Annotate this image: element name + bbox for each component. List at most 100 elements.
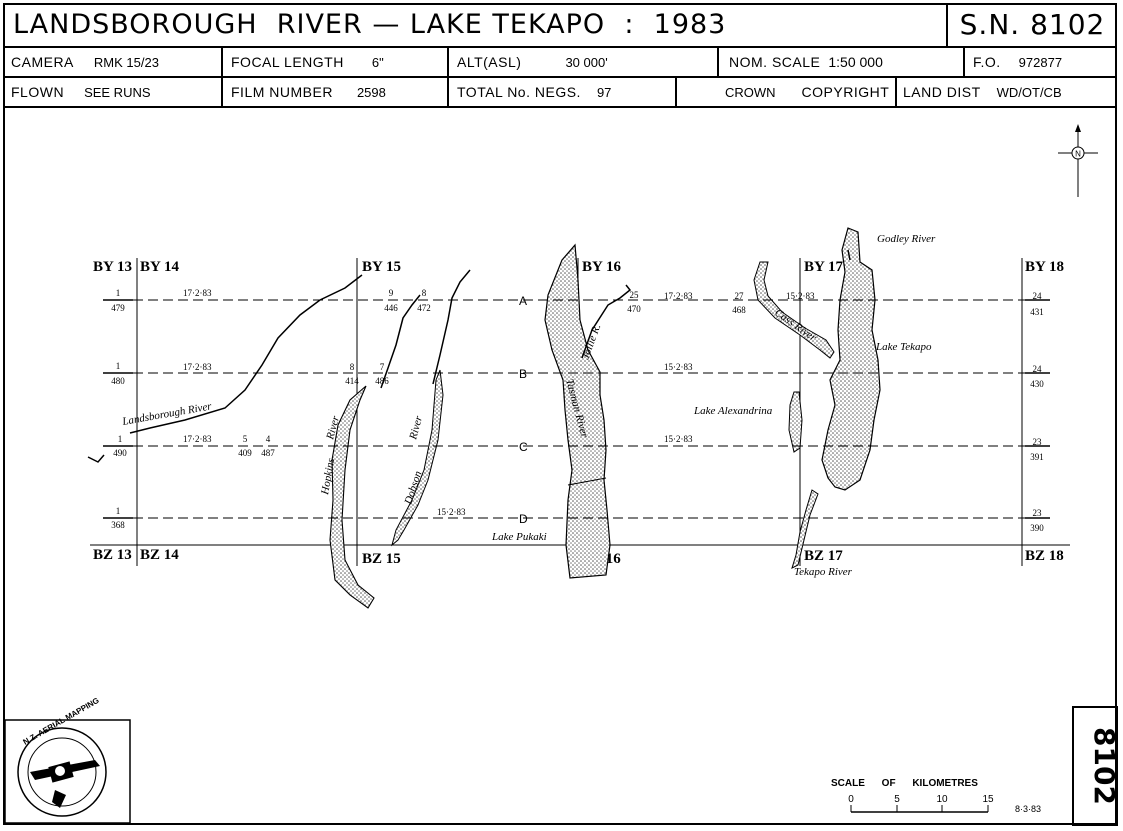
run-b-right-bot: 430 (1030, 379, 1044, 389)
scale-tick-5: 5 (894, 794, 900, 805)
north-arrow-icon: N (1058, 124, 1098, 197)
cass-river-shape (753, 261, 835, 359)
logo-text: N.Z. AERIAL MAPPING (22, 696, 101, 747)
neg-b-8-bot: 414 (345, 376, 359, 386)
sheet-number: S.N. 8102 (959, 8, 1106, 41)
cass-label: Cass River (772, 307, 819, 345)
run-letter-b: B (519, 367, 527, 381)
scale-date: 8·3·83 (1015, 804, 1041, 814)
run-a-right-top: 24 (1033, 291, 1043, 301)
hopkins-river-shape (329, 385, 375, 609)
landsborough-river-line (129, 274, 363, 434)
run-b-right-top: 24 (1033, 364, 1043, 374)
dobson-river-shape (391, 369, 444, 547)
tekapo-river-label: Tekapo River (794, 566, 853, 578)
run-a-left-top: 1 (116, 288, 121, 298)
tekapo-lake-label: Lake Tekapo (875, 341, 932, 353)
run-c-left-bot: 490 (113, 448, 127, 458)
lake-tekapo-shape (821, 227, 881, 491)
dobson-upper-line (432, 269, 471, 385)
river-line-upper-15 (380, 294, 421, 389)
neg-a-9-top: 9 (389, 288, 394, 298)
scale-tick-15: 15 (982, 794, 994, 805)
neg-a-25-bot: 470 (627, 304, 641, 314)
run-a-left-bot: 479 (111, 303, 125, 313)
feature-labels: Landsborough River Hopkins River Dobson … (120, 233, 936, 578)
map-title: LANDSBOROUGH RIVER — LAKE TEKAPO : 1983 (3, 3, 948, 46)
date-b2: 15·2·83 (664, 362, 693, 372)
neg-a-27-top: 27 (735, 291, 745, 301)
tasman-lake-pukaki-shape (544, 243, 611, 579)
river-lines (87, 249, 851, 463)
run-c-left-top: 1 (118, 434, 123, 444)
run-letters: A B C D (519, 294, 528, 526)
run-end-numbers: 1 479 1 480 1 490 1 368 24 431 24 430 23… (111, 288, 1044, 533)
altitude-cell: ALT(ASL)30 000' (449, 48, 719, 76)
run-letter-a: A (519, 294, 527, 308)
date-d1: 15·2·83 (437, 507, 466, 517)
lake-alexandrina-shape (788, 391, 803, 453)
grid-label-bz18: BZ 18 (1025, 548, 1064, 564)
date-a1: 17·2·83 (183, 288, 212, 298)
sheet-stamp: 8102 (1072, 706, 1121, 826)
scale-bar: SCALE OF KILOMETRES 0 5 10 15 8·3·83 (831, 778, 1041, 814)
grid-label-bz15: BZ 15 (362, 551, 401, 567)
date-a2: 17·2·83 (664, 291, 693, 301)
grid-label-by14: BY 14 (140, 259, 180, 275)
run-d-left-bot: 368 (111, 520, 125, 530)
godley-line (847, 249, 851, 261)
north-label: N (1075, 150, 1081, 159)
grid-label-by16: BY 16 (582, 259, 622, 275)
neg-a-8-bot: 472 (417, 303, 431, 313)
scale-tick-10: 10 (936, 794, 948, 805)
neg-c-5-top: 5 (243, 434, 248, 444)
neg-b-7-bot: 486 (375, 376, 389, 386)
run-d-right-top: 23 (1033, 508, 1043, 518)
neg-c-4-top: 4 (266, 434, 271, 444)
grid-label-by13: BY 13 (93, 259, 132, 275)
scale-title: SCALE OF KILOMETRES (831, 778, 978, 789)
date-c1: 17·2·83 (183, 434, 212, 444)
map-frame (3, 3, 1117, 825)
run-letter-d: D (519, 512, 528, 526)
tekapo-river-shape (791, 489, 819, 569)
godley-label: Godley River (877, 233, 936, 245)
run-b-left-top: 1 (116, 361, 121, 371)
neg-a-8-top: 8 (422, 288, 427, 298)
date-b1: 17·2·83 (183, 362, 212, 372)
date-c2: 15·2·83 (664, 434, 693, 444)
aerial-mapping-logo-icon: N.Z. AERIAL MAPPING (4, 696, 131, 824)
neg-a-27-bot: 468 (732, 305, 746, 315)
run-end-ticks (103, 299, 1050, 519)
fo-cell: F.O.972877 (973, 54, 1063, 70)
water-features (329, 227, 881, 609)
neg-b-8-top: 8 (350, 362, 355, 372)
stamp-number: 8102 (1088, 727, 1121, 805)
neg-c-5-bot: 409 (238, 448, 252, 458)
run-c-right-bot: 391 (1030, 452, 1044, 462)
run-d-right-bot: 390 (1030, 523, 1044, 533)
grid-label-by15: BY 15 (362, 259, 401, 275)
jollie-river-line (581, 284, 632, 359)
run-d-left-top: 1 (116, 506, 121, 516)
run-letter-c: C (519, 440, 528, 454)
run-b-left-bot: 480 (111, 376, 125, 386)
landsborough-hook (87, 454, 105, 463)
date-a3: 15·2·83 (786, 291, 815, 301)
run-c-right-top: 23 (1033, 437, 1043, 447)
grid-label-bz14: BZ 14 (140, 547, 179, 563)
neg-a-25-top: 25 (630, 290, 640, 300)
alexandrina-label: Lake Alexandrina (693, 405, 773, 417)
grid-label-bz13: BZ 13 (93, 547, 132, 563)
total-negs-cell: TOTAL No. NEGS.97 (449, 78, 677, 106)
grid-label-bz17: BZ 17 (804, 548, 843, 564)
